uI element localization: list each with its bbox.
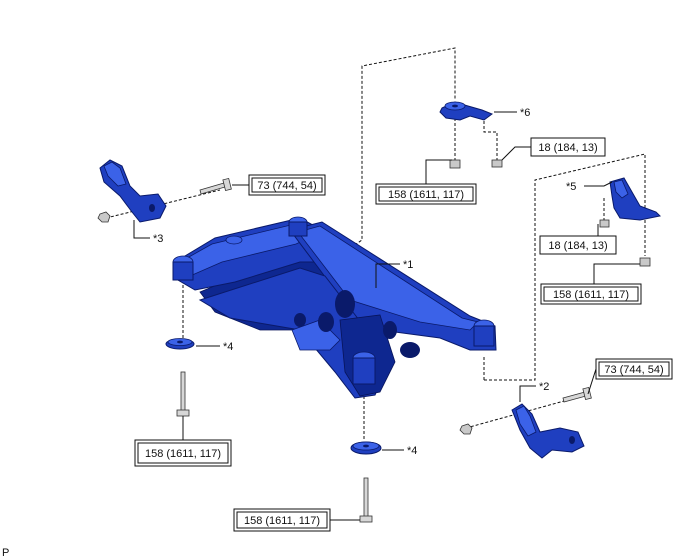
callout-1: *1 [403, 259, 413, 271]
callout-2: *2 [539, 381, 549, 393]
callout-4-lower: *4 [407, 445, 417, 457]
torque-label-2: 158 (1611, 117) [388, 189, 464, 201]
suspension-member [172, 216, 497, 399]
torque-box-8: 158 (1611, 117) [233, 508, 331, 532]
bracket-right [609, 177, 662, 221]
torque-box-4: 18 (184, 13) [539, 235, 617, 255]
stopper-upper [165, 338, 195, 350]
torque-box-5: 158 (1611, 117) [540, 283, 642, 305]
torque-label-7: 158 (1611, 117) [145, 448, 221, 460]
torque-box-2: 158 (1611, 117) [375, 183, 477, 205]
torque-label-4: 18 (184, 13) [548, 240, 607, 252]
torque-label-1: 73 (744, 54) [257, 180, 316, 192]
torque-box-6: 73 (744, 54) [595, 358, 673, 380]
torque-label-3: 18 (184, 13) [538, 142, 597, 154]
arm-left [99, 159, 167, 223]
callout-5: *5 [566, 181, 576, 193]
torque-label-8: 158 (1611, 117) [244, 515, 320, 527]
callout-4-upper: *4 [223, 341, 233, 353]
torque-box-7: 158 (1611, 117) [134, 439, 232, 467]
torque-box-3: 18 (184, 13) [530, 137, 606, 157]
callout-6: *6 [520, 107, 530, 119]
torque-box-1: 73 (744, 54) [248, 174, 326, 196]
callout-3: *3 [153, 233, 163, 245]
bracket-top [439, 101, 494, 121]
illustration-code: P [2, 547, 9, 559]
stopper-lower [350, 441, 382, 455]
arm-right [511, 403, 585, 459]
torque-label-6: 73 (744, 54) [604, 364, 663, 376]
nuts [97, 159, 651, 435]
torque-label-5: 158 (1611, 117) [553, 289, 629, 301]
